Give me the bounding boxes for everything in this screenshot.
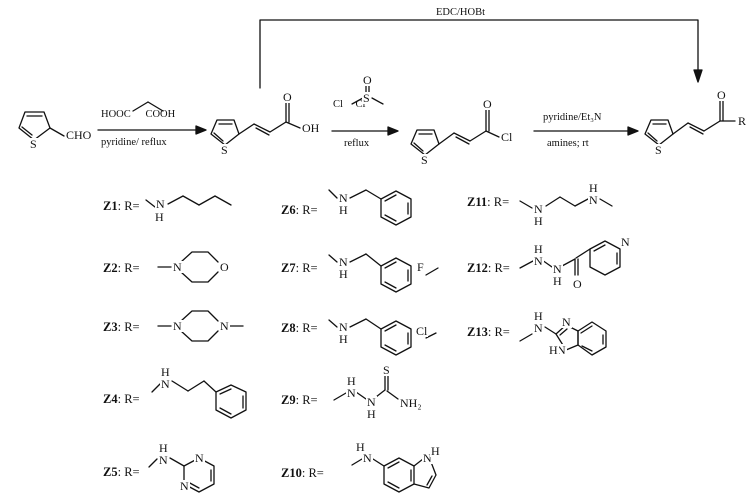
z11-bonds [519,196,613,209]
z11-n2-label: N [588,193,599,207]
compound-z8-label: Z8: R= [281,321,318,335]
z3-bonds [157,310,244,342]
thiophene-s-label: S [29,137,38,151]
reaction-arrow-3 [533,126,639,136]
z9-n2-label: N [366,395,377,409]
z7-n-label: N [338,255,349,269]
z13-h-ring-label: H [548,343,559,357]
compound-z9-label: Z9: R= [281,393,318,407]
compound-z1-label: Z1: R= [103,199,140,213]
z7-f-label: F [416,260,425,274]
step3-reagents: pyridine/Et₃N [543,112,602,123]
z2-bonds [157,251,219,283]
acid-s-label: S [220,143,229,157]
chloride-cl-label: Cl [500,130,514,144]
z1-n-label: N [155,197,166,211]
z9-n1-label: N [346,386,357,400]
z7-h-label: H [338,267,349,281]
z12-o-label: O [572,277,583,291]
step2-conditions: reflux [344,138,370,149]
z8-cl-label: Cl [415,324,429,338]
compound-z13-label: Z13: R= [467,325,510,339]
compound-z3-label: Z3: R= [103,320,140,334]
compound-z6-label: Z6: R= [281,203,318,217]
z10-n-label: N [362,451,373,465]
acyl-chloride-bonds [410,109,500,156]
z4-h-label: H [160,365,171,379]
thionyl-s-label: S [362,91,371,105]
product-o-label: O [716,88,727,102]
z12-h2-label: H [552,274,563,288]
acid-o-label: O [282,90,293,104]
z9-h2-label: H [366,407,377,421]
z6-bonds [328,189,412,226]
z12-n2-label: N [552,262,563,276]
z6-h-label: H [338,203,349,217]
z7-bonds [328,253,439,293]
z11-h1-label: H [533,214,544,228]
step3-conditions: amines; rt [547,138,589,149]
z13-n-ring1-label: N [561,315,572,329]
z13-h-label: H [533,309,544,323]
z13-n-ring2-label: N [556,343,567,357]
thionyl-chloride-label: Cl Cl [333,99,366,110]
z10-h-ring-label: H [430,444,441,458]
z4-bonds [151,380,247,419]
z12-n1-label: N [533,254,544,268]
z4-n-label: N [160,377,171,391]
thionyl-o-label: O [362,73,373,87]
reaction-arrow-2 [331,126,399,136]
reaction-arrow-1 [97,125,207,135]
z5-n-label: N [158,453,169,467]
chloride-o-label: O [482,97,493,111]
z11-h2-label: H [588,181,599,195]
compound-z10-label: Z10: R= [281,466,324,480]
cho-label: CHO [65,128,93,142]
z10-h-label: H [355,440,366,454]
z1-h-label: H [154,210,165,224]
z9-h1-label: H [346,374,357,388]
product-bonds [644,100,736,146]
thiophene-aldehyde-bonds [18,111,65,141]
chloride-s-label: S [420,153,429,167]
edc-bypass-arrow [259,19,703,89]
z8-bonds [328,318,437,356]
product-s-label: S [654,143,663,157]
malonic-acid-bonds [132,101,164,112]
z3-n1-label: N [172,319,183,333]
z9-s-label: S [382,363,391,377]
compound-z4-label: Z4: R= [103,392,140,406]
z5-h-label: H [158,441,169,455]
malonic-acid-label: HOOC COOH [101,109,176,120]
z3-n2-label: N [219,319,230,333]
edc-hobt-label: EDC/HOBt [436,7,486,18]
z11-n1-label: N [533,202,544,216]
z9-nh2-label: NH₂ [399,396,423,410]
z1-bonds [145,195,232,208]
acid-oh-label: OH [301,121,321,135]
z12-h1-label: H [533,242,544,256]
z6-n-label: N [338,191,349,205]
product-r-label: R [737,114,748,128]
compound-z5-label: Z5: R= [103,465,140,479]
z8-n-label: N [338,320,349,334]
z10-bonds [351,457,437,493]
compound-z12-label: Z12: R= [467,261,510,275]
compound-z2-label: Z2: R= [103,261,140,275]
z12-n-ring-label: N [620,235,631,249]
acrylic-acid-bonds [210,102,301,146]
z5-n-ring1-label: N [194,451,205,465]
z13-n-label: N [533,321,544,335]
z2-n-label: N [172,260,183,274]
compound-z11-label: Z11: R= [467,195,510,209]
z2-o-label: O [219,260,230,274]
z8-h-label: H [338,332,349,346]
z10-n-ring-label: N [422,451,433,465]
compound-z7-label: Z7: R= [281,261,318,275]
z9-bonds [333,374,399,401]
step1-conditions: pyridine/ reflux [101,137,167,148]
z5-n-ring2-label: N [179,479,190,493]
